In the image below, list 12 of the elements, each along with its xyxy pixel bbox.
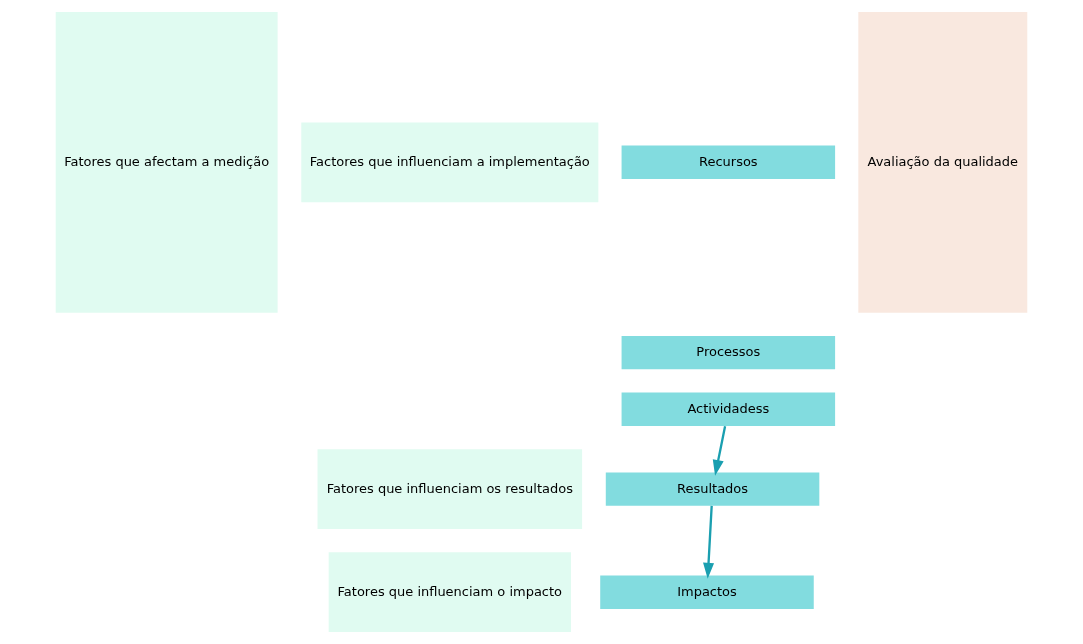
node-box: Fatores que influenciam o impacto [328,552,571,633]
node-box: Factores que influenciam a implementação [301,122,599,203]
node-box: Fatores que influenciam os resultados [317,449,583,530]
node-box: Actividadess [621,392,836,426]
arrow [712,426,727,476]
arrow [703,505,715,579]
node-box: Processos [621,335,836,370]
node-box: Avaliação da qualidade [858,11,1028,313]
node-box: Recursos [621,145,836,180]
node-box: Fatores que afectam a medição [55,11,278,313]
node-box: Resultados [605,472,820,506]
node-box: Impactos [600,575,814,609]
